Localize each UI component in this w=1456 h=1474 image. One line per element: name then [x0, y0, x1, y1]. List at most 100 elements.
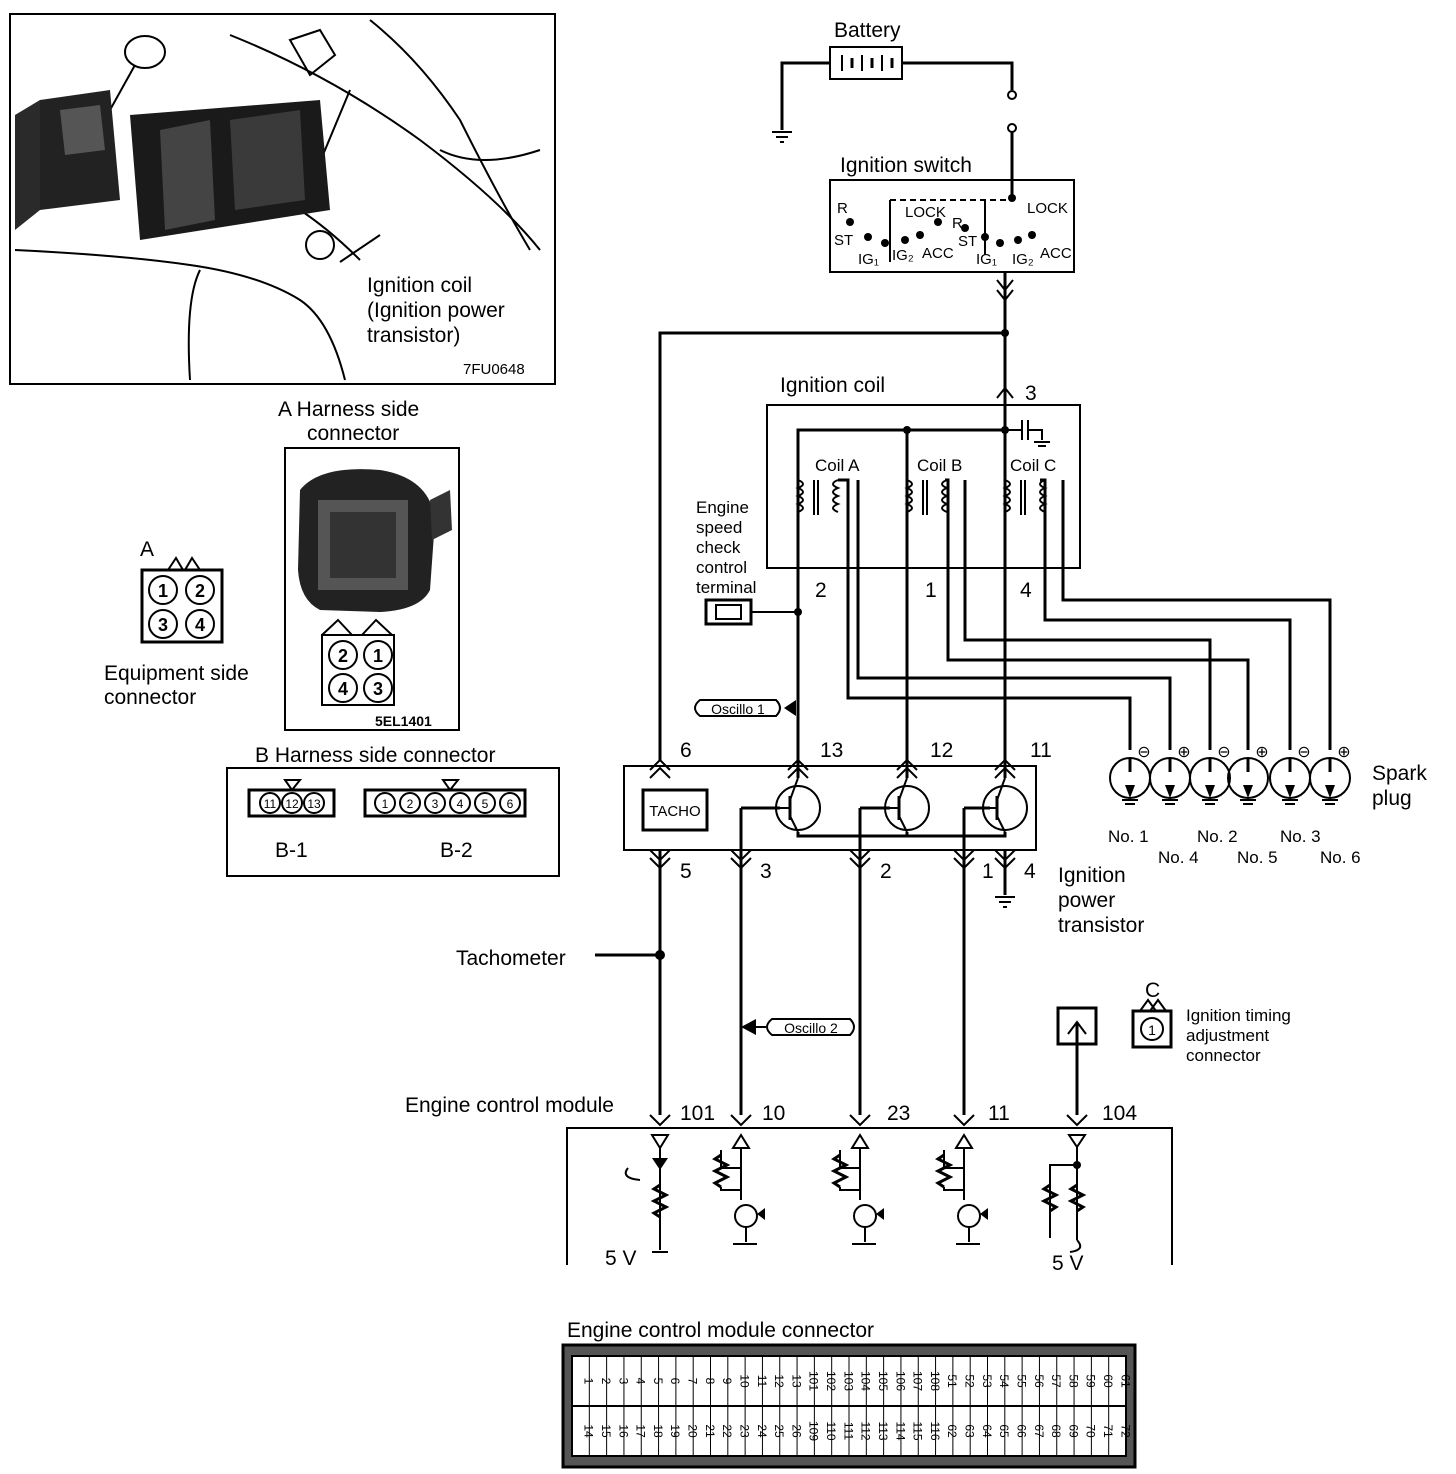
ecm-connector-pin: 8 — [703, 1378, 717, 1385]
ecm-connector-pin: 20 — [686, 1424, 700, 1438]
ecm-connector-pin: 65 — [997, 1424, 1011, 1438]
ecm-connector-pin: 66 — [1014, 1424, 1028, 1438]
coil-pin: 4 — [1020, 579, 1032, 602]
transistor-symbol — [884, 770, 930, 833]
switch-pos-r: R — [837, 200, 848, 217]
ecm-connector-pin: 105 — [876, 1371, 890, 1391]
ecm-connector-pin: 110 — [824, 1421, 838, 1440]
ecm-connector-pin: 23 — [737, 1424, 751, 1438]
ecm-connector: Engine control module connector 11421531… — [561, 1319, 1137, 1469]
b1-pin-circle — [303, 792, 325, 814]
ecm-connector-pin: 103 — [841, 1371, 855, 1391]
connector-c-pin: 1 — [1148, 1022, 1156, 1038]
esc-label-line: speed — [696, 518, 742, 537]
ecm-voltage-left: 5 V — [605, 1247, 637, 1270]
equipment-a-pin: 3 — [158, 615, 168, 635]
connector-c-label-line: adjustment — [1186, 1026, 1269, 1045]
equipment-label-line1: Equipment side — [104, 662, 249, 685]
pt-pin-top: 13 — [820, 739, 843, 762]
spark-plug-icon — [1109, 757, 1151, 805]
spark-plugs: ⊖⊕⊖⊕⊖⊕ Spark plug No. 1 No. 2 No. 3 No. … — [1108, 744, 1427, 867]
equipment-a-pin: 4 — [195, 615, 205, 635]
ecm-connector-pin: 1 — [582, 1378, 596, 1385]
plug-number: No. 4 — [1158, 848, 1199, 867]
b2-pin-circle — [399, 792, 421, 814]
ecm-connector-pin: 24 — [755, 1424, 769, 1438]
connector-c-label-line: Ignition timing — [1186, 1006, 1291, 1025]
pt-pin-top: 6 — [680, 739, 692, 762]
coil-pin: 1 — [925, 579, 937, 602]
plug-polarity: ⊕ — [1255, 744, 1268, 761]
ecm-connector-pin: 51 — [945, 1374, 959, 1388]
tachometer-label: Tachometer — [456, 947, 566, 970]
ecm-connector-pin: 26 — [789, 1424, 803, 1438]
ecm-voltage-right: 5 V — [1052, 1252, 1084, 1275]
ecm-connector-pin: 7 — [686, 1378, 700, 1385]
battery-label: Battery — [834, 19, 901, 42]
b2-pin-circle — [424, 792, 446, 814]
engine-control-module: Engine control module 101 10 23 11 104 5… — [405, 1094, 1173, 1275]
oscillo-1-label: Oscillo 1 — [711, 701, 765, 717]
ecm-connector-pin: 16 — [616, 1424, 630, 1438]
ecm-pin: 104 — [1102, 1102, 1137, 1125]
ecm-connector-pin: 60 — [1101, 1374, 1115, 1388]
spark-plug-icon — [1269, 757, 1311, 805]
ecm-connector-pin: 53 — [980, 1374, 994, 1388]
connector-b-title: B Harness side connector — [255, 744, 495, 767]
spark-plug-icon — [1189, 757, 1231, 805]
equipment-label-line2: connector — [104, 686, 196, 709]
ecm-connector-pin: 107 — [911, 1371, 925, 1391]
coil-b-label: Coil B — [917, 456, 962, 475]
oscillo-2-label: Oscillo 2 — [784, 1020, 838, 1036]
ecm-connector-pin: 5 — [651, 1378, 665, 1385]
ecm-connector-pin: 115 — [911, 1421, 925, 1440]
ecm-connector-pin: 14 — [582, 1424, 596, 1438]
b2-pin: 1 — [382, 797, 389, 811]
transistor-symbol — [775, 770, 821, 833]
ecm-connector-pin: 59 — [1084, 1374, 1098, 1388]
ecm-pin: 10 — [762, 1102, 785, 1125]
b1-label: B-1 — [275, 839, 308, 862]
b1-pin-circle — [281, 792, 303, 814]
esc-label-line: control — [696, 558, 747, 577]
b2-pin-circle — [499, 792, 521, 814]
harness-a-pin: 4 — [338, 679, 348, 699]
coil-pin: 2 — [815, 579, 827, 602]
pt-pin-top: 11 — [1030, 739, 1052, 762]
esc-label-line: check — [696, 538, 741, 557]
b2-pin-circle — [374, 792, 396, 814]
ecm-connector-pin: 108 — [928, 1371, 942, 1391]
b2-label: B-2 — [440, 839, 473, 862]
ecm-connector-pin: 113 — [876, 1421, 890, 1440]
ignition-switch-title: Ignition switch — [840, 154, 972, 177]
plug-number: No. 1 — [1108, 827, 1149, 846]
ecm-input-circuit — [711, 1133, 765, 1245]
ecm-connector-pin: 12 — [772, 1374, 786, 1388]
b2-pin: 3 — [432, 797, 439, 811]
plug-number: No. 2 — [1197, 827, 1238, 846]
connector-a-code: 5EL1401 — [375, 713, 432, 729]
power-wiring: 3 — [658, 272, 1037, 770]
ecm-connector-pin: 112 — [859, 1421, 873, 1440]
pt-pin-bottom: 2 — [880, 860, 892, 883]
ecm-connector-pin: 62 — [945, 1424, 959, 1438]
coil-winding — [1002, 479, 1048, 520]
ecm-connector-pin: 18 — [651, 1424, 665, 1438]
b2-pin: 5 — [482, 797, 489, 811]
battery: Battery — [772, 19, 1017, 200]
ecm-connector-pin: 63 — [963, 1424, 977, 1438]
ecm-connector-pin: 10 — [737, 1374, 751, 1388]
plug-polarity: ⊖ — [1217, 744, 1230, 761]
ecm-connector-pin: 109 — [807, 1421, 821, 1441]
ecm-connector-pin: 6 — [668, 1378, 682, 1385]
ecm-connector-pin: 13 — [789, 1374, 803, 1388]
switch-pos-ig1: IG₁ — [858, 251, 879, 268]
ecm-pin: 23 — [887, 1102, 910, 1125]
ecm-connector-pin: 56 — [1032, 1374, 1046, 1388]
plug-polarity: ⊖ — [1297, 744, 1310, 761]
spark-plug-label-line: Spark — [1372, 762, 1427, 785]
ecm-connector-pin: 67 — [1032, 1424, 1046, 1438]
equipment-a-pin: 2 — [195, 581, 205, 601]
harness-a-pin: 3 — [373, 679, 383, 699]
